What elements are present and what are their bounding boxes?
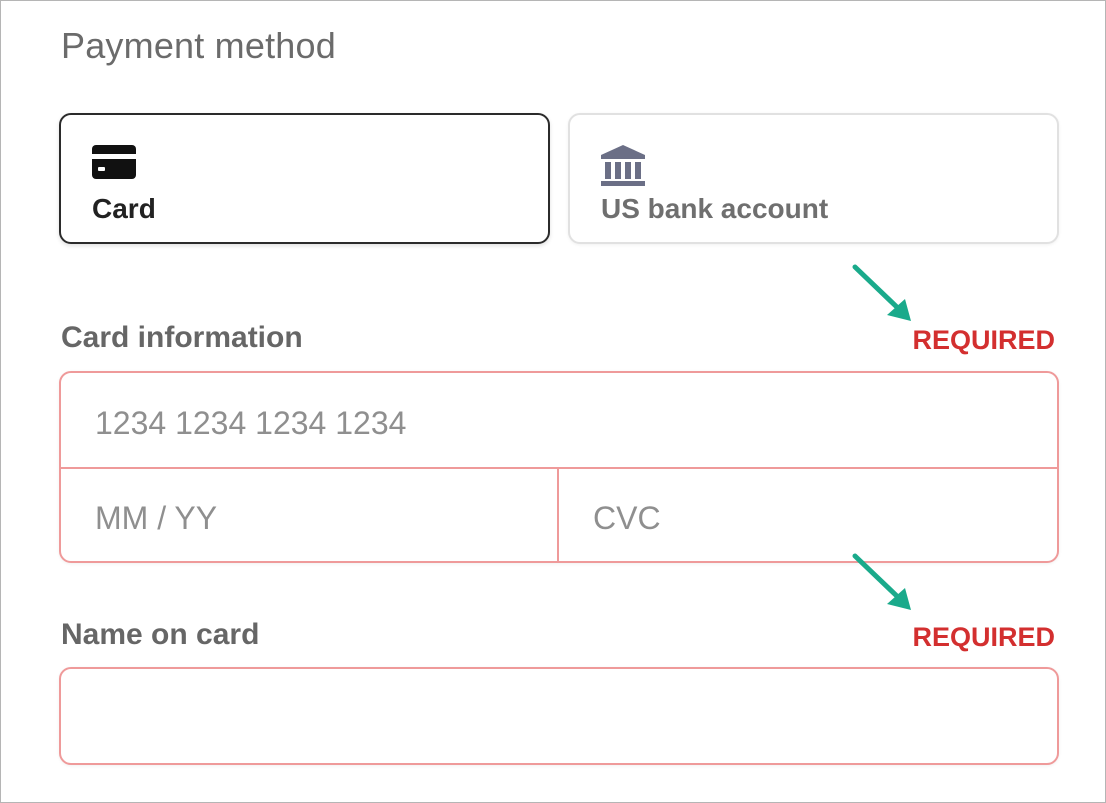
bank-icon (601, 145, 645, 192)
annotation-arrow-icon (852, 553, 911, 610)
expiry-date-input[interactable] (93, 494, 537, 542)
divider (557, 469, 559, 561)
name-on-card-required-badge: REQUIRED (912, 622, 1055, 652)
tab-card[interactable]: Card (59, 113, 550, 244)
tab-card-label: Card (92, 193, 156, 224)
divider (61, 467, 1057, 469)
tab-us-bank-account[interactable]: US bank account (568, 113, 1059, 244)
card-number-input[interactable] (93, 399, 997, 447)
tab-us-bank-account-label: US bank account (601, 193, 829, 224)
card-information-label: Card information (61, 321, 303, 354)
cvc-input[interactable] (591, 494, 1035, 542)
card-information-required-badge: REQUIRED (912, 325, 1055, 355)
credit-card-icon (92, 145, 136, 184)
name-on-card-input[interactable] (91, 693, 1025, 741)
annotation-arrow-icon (852, 264, 911, 321)
card-information-group (59, 371, 1059, 563)
name-on-card-field (59, 667, 1059, 765)
page-title: Payment method (61, 25, 336, 66)
name-on-card-label: Name on card (61, 618, 260, 651)
